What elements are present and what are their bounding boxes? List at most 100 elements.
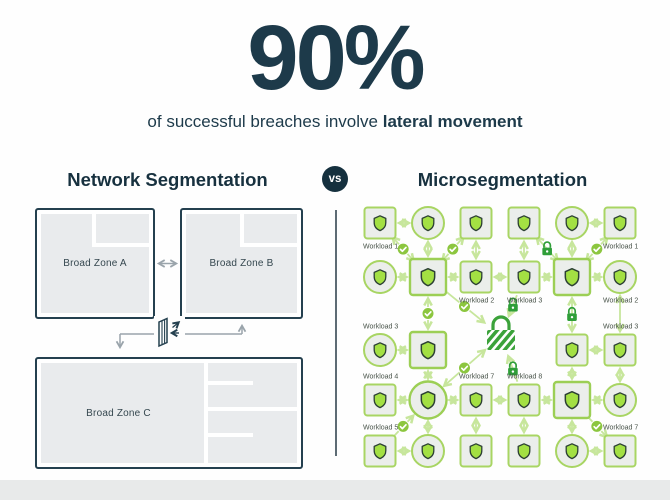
zone-c-partition-h2 <box>208 407 297 411</box>
shield-icon <box>373 443 387 460</box>
workload-node-r1c2 <box>411 206 445 240</box>
check-icon <box>396 419 410 433</box>
shield-icon <box>373 269 387 286</box>
shield-icon <box>517 392 531 409</box>
shield-icon <box>517 443 531 460</box>
check-icon <box>458 300 471 313</box>
workload-label: Workload 2 <box>603 298 638 305</box>
headline-stat: 90% <box>247 7 425 109</box>
workload-node-r5c6 <box>603 434 637 468</box>
workload-label: Workload 3 <box>603 324 638 331</box>
shield-icon <box>420 267 436 287</box>
workload-node-r5c5 <box>555 434 589 468</box>
workload-node-r2c1 <box>363 260 397 294</box>
vs-badge: vs <box>322 166 348 192</box>
workload-node-r5c1 <box>363 434 397 468</box>
section-divider <box>335 210 337 456</box>
workload-node-r5c3 <box>459 434 493 468</box>
workload-node-r4c3 <box>459 383 493 417</box>
zone-a-label: Broad Zone A <box>63 258 127 269</box>
workload-node-r3c1 <box>363 333 397 367</box>
connection-layer <box>390 218 625 456</box>
check-icon <box>446 242 460 256</box>
shield-icon <box>373 342 387 359</box>
shield-icon <box>613 443 627 460</box>
shield-icon <box>565 342 579 359</box>
badge-layer <box>396 241 604 433</box>
zone-c-partition-h3 <box>208 433 253 437</box>
workload-node-r2c2 <box>408 257 448 297</box>
subtitle-prefix: of successful breaches involve <box>147 112 383 131</box>
zone-broad-zone-a: Broad Zone A <box>35 208 155 319</box>
shield-icon <box>613 269 627 286</box>
zone-b-label: Broad Zone B <box>209 258 274 269</box>
workload-node-r4c1 <box>363 383 397 417</box>
workload-label: Workload 4 <box>363 374 398 381</box>
firewall-icon <box>154 316 185 349</box>
workload-node-r2c4 <box>507 260 541 294</box>
shield-icon <box>469 392 483 409</box>
connection-arrow <box>586 415 609 439</box>
check-icon <box>421 307 435 320</box>
zone-b-partition-v <box>240 214 244 247</box>
lock-icon <box>508 361 518 376</box>
shield-icon <box>469 443 483 460</box>
workload-label: Workload 7 <box>459 374 494 381</box>
shield-icon <box>565 443 579 460</box>
shield-icon <box>565 215 579 232</box>
workload-label: Workload 1 <box>363 244 398 251</box>
workload-node-r4c5 <box>552 380 592 420</box>
lock-icon <box>542 241 552 256</box>
node-layer <box>363 206 637 468</box>
connection-arrow <box>392 413 415 438</box>
zone-c-partition-v <box>204 363 208 463</box>
shield-icon <box>613 392 627 409</box>
connection-arrow <box>584 235 610 263</box>
zone-broad-zone-b: Broad Zone B <box>180 208 303 319</box>
zone-c-fill <box>41 363 297 463</box>
zone-c-partition-h1 <box>208 381 253 385</box>
workload-node-r3c2 <box>408 330 448 370</box>
workload-label: Workload 3 <box>507 298 542 305</box>
connection-arrow <box>390 235 416 263</box>
workload-label: Workload 7 <box>603 425 638 432</box>
connection-arrow <box>440 235 466 263</box>
workload-node-r4c4 <box>507 383 541 417</box>
workload-node-r4c6 <box>603 383 637 417</box>
connection-arrow <box>534 235 560 263</box>
shield-icon <box>420 390 436 410</box>
shield-icon <box>564 390 580 410</box>
zone-b-fill <box>186 214 297 313</box>
lock-icon <box>508 297 518 312</box>
blocked-lock-icon <box>487 315 515 350</box>
shield-icon <box>421 215 435 232</box>
check-icon <box>590 242 604 256</box>
workload-label: Workload 5 <box>363 425 398 432</box>
workload-node-r1c1 <box>363 206 397 240</box>
workload-node-r4c2 <box>408 380 448 420</box>
shield-icon <box>613 342 627 359</box>
check-icon <box>396 242 410 256</box>
connection-arrow <box>505 353 519 382</box>
workload-node-r1c6 <box>603 206 637 240</box>
check-icon <box>458 361 471 375</box>
workload-node-r3c5 <box>555 333 589 367</box>
zone-c-label: Broad Zone C <box>86 407 151 419</box>
workload-node-r1c4 <box>507 206 541 240</box>
shield-icon <box>469 215 483 232</box>
zone-a-partition-h <box>92 243 149 247</box>
shield-icon <box>564 267 580 287</box>
connection-arrow <box>506 294 518 319</box>
shield-icon <box>421 443 435 460</box>
workload-node-r5c4 <box>507 434 541 468</box>
shield-icon <box>517 215 531 232</box>
headline-subtitle: of successful breaches involve lateral m… <box>0 109 670 135</box>
check-icon <box>590 419 604 433</box>
lock-hatch <box>487 330 515 350</box>
workload-node-r2c6 <box>603 260 637 294</box>
shield-icon <box>613 215 627 232</box>
shield-icon <box>420 340 436 360</box>
